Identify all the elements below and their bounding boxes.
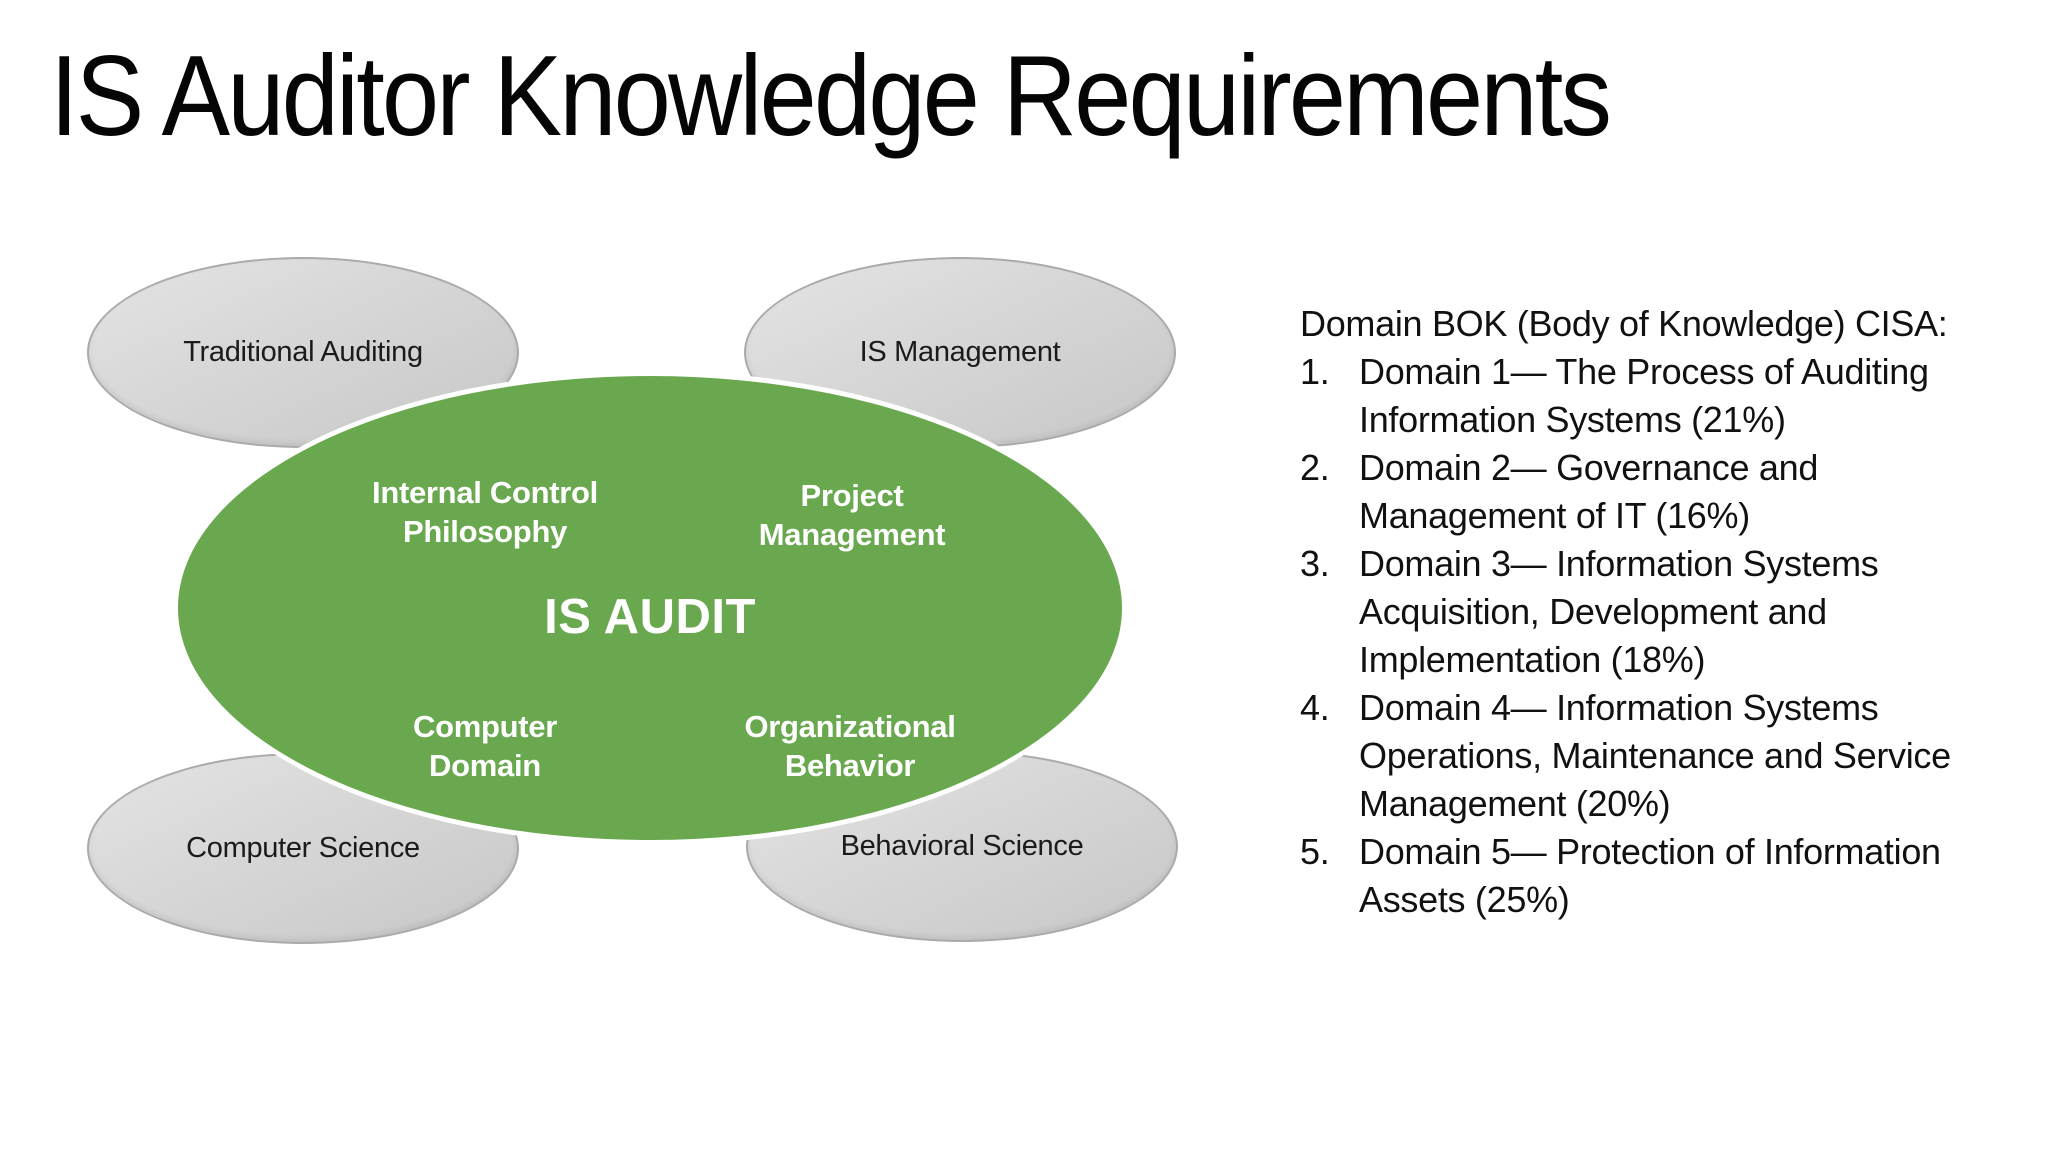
inner-label-line: Organizational bbox=[744, 709, 956, 744]
bok-item-line: Domain 5— Protection of Information bbox=[1359, 831, 1941, 872]
bok-item-text: Domain 3— Information Systems Acquisitio… bbox=[1359, 540, 2009, 684]
ellipse-traditional-auditing: Traditional Auditing bbox=[87, 257, 519, 448]
inner-label-line: Internal Control bbox=[372, 475, 598, 510]
inner-label-line: Domain bbox=[429, 748, 541, 783]
inner-label-line: Project bbox=[800, 478, 904, 513]
ellipse-label: IS Management bbox=[859, 336, 1061, 368]
bok-item-number: 5. bbox=[1300, 831, 1330, 872]
bok-panel: Domain BOK (Body of Knowledge) CISA: 1. … bbox=[1300, 300, 2012, 924]
bok-item-2: 2. Domain 2— Governance and Management o… bbox=[1300, 444, 2012, 540]
inner-label-computer-domain: Computer Domain bbox=[295, 707, 675, 785]
bok-item-line: Acquisition, Development and bbox=[1359, 591, 1827, 632]
bok-list: 1. Domain 1— The Process of Auditing Inf… bbox=[1300, 348, 2012, 924]
inner-label-project-management: Project Management bbox=[662, 476, 1042, 554]
ellipse-label: Behavioral Science bbox=[840, 830, 1084, 862]
bok-item-line: Domain 1— The Process of Auditing bbox=[1359, 351, 1929, 392]
bok-item-line: Implementation (18%) bbox=[1359, 639, 1706, 680]
ellipse-is-audit: Internal Control Philosophy Project Mana… bbox=[173, 371, 1127, 845]
bok-item-text: Domain 2— Governance and Management of I… bbox=[1359, 444, 2009, 540]
bok-item-number: 1. bbox=[1300, 351, 1330, 392]
ellipse-label: Computer Science bbox=[186, 832, 420, 864]
bok-item-line: Domain 3— Information Systems bbox=[1359, 543, 1879, 584]
bok-item-line: Domain 2— Governance and bbox=[1359, 447, 1819, 488]
inner-label-line: Computer bbox=[413, 709, 557, 744]
inner-label-line: Philosophy bbox=[402, 514, 568, 549]
bok-item-line: Domain 4— Information Systems bbox=[1359, 687, 1879, 728]
inner-label-organizational-behavior: Organizational Behavior bbox=[660, 707, 1040, 785]
bok-item-number: 3. bbox=[1300, 543, 1330, 584]
bok-item-number: 2. bbox=[1300, 447, 1330, 488]
page-title: IS Auditor Knowledge Requirements bbox=[50, 33, 1612, 160]
ellipse-label: Traditional Auditing bbox=[183, 336, 423, 368]
bok-heading: Domain BOK (Body of Knowledge) CISA: bbox=[1300, 303, 1948, 344]
bok-item-number: 4. bbox=[1300, 687, 1330, 728]
bok-item-line: Operations, Maintenance and Service bbox=[1359, 735, 1951, 776]
bok-item-line: Management of IT (16%) bbox=[1359, 495, 1750, 536]
bok-item-4: 4. Domain 4— Information Systems Operati… bbox=[1300, 684, 2012, 828]
bok-item-line: Assets (25%) bbox=[1359, 879, 1570, 920]
is-audit-label: IS AUDIT bbox=[544, 590, 756, 644]
bok-item-text: Domain 5— Protection of Information Asse… bbox=[1359, 828, 2009, 924]
bok-item-3: 3. Domain 3— Information Systems Acquisi… bbox=[1300, 540, 2012, 684]
bok-item-text: Domain 1— The Process of Auditing Inform… bbox=[1359, 348, 2009, 444]
inner-label-line: Behavior bbox=[784, 748, 916, 783]
inner-label-line: Management bbox=[758, 517, 946, 552]
bok-item-line: Management (20%) bbox=[1359, 783, 1671, 824]
bok-item-line: Information Systems (21%) bbox=[1359, 399, 1786, 440]
bok-item-5: 5. Domain 5— Protection of Information A… bbox=[1300, 828, 2012, 924]
bok-item-1: 1. Domain 1— The Process of Auditing Inf… bbox=[1300, 348, 2012, 444]
inner-label-internal-control-philosophy: Internal Control Philosophy bbox=[295, 473, 675, 551]
bok-item-text: Domain 4— Information Systems Operations… bbox=[1359, 684, 2009, 828]
